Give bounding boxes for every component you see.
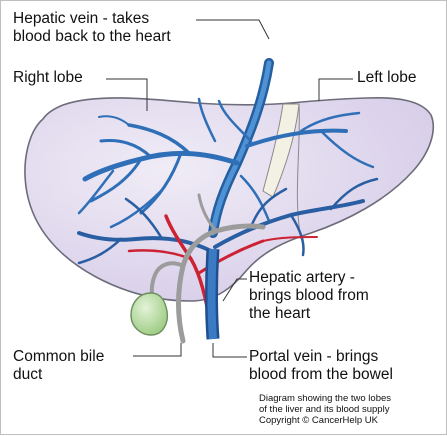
- label-hepatic-artery: Hepatic artery - brings blood from the h…: [249, 269, 369, 323]
- liver-outline: [25, 98, 433, 301]
- gallbladder: [131, 293, 167, 335]
- label-left-lobe: Left lobe: [357, 69, 416, 87]
- portal-vein: [212, 249, 214, 339]
- label-common-bile-duct: Common bile duct: [13, 348, 104, 384]
- label-hepatic-vein: Hepatic vein - takes blood back to the h…: [13, 10, 171, 46]
- diagram-caption: Diagram showing the two lobes of the liv…: [259, 393, 391, 426]
- label-right-lobe: Right lobe: [13, 69, 83, 87]
- label-portal-vein: Portal vein - brings blood from the bowe…: [249, 348, 393, 384]
